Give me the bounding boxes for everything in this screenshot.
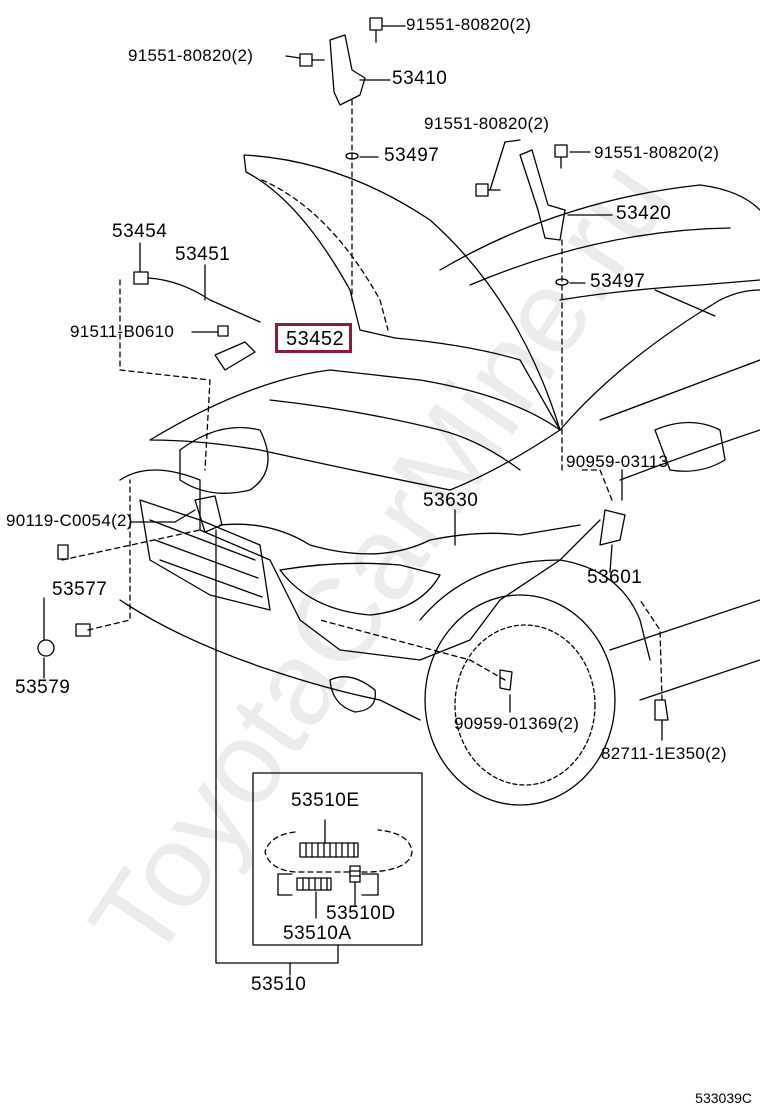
release-lever [599, 509, 626, 546]
hood-inner [261, 179, 389, 331]
hood-stay [147, 277, 261, 323]
label-53510A: 53510A [283, 923, 352, 944]
strut-tower [179, 426, 269, 494]
a-pillar [559, 279, 760, 301]
clip-90959 [499, 669, 513, 691]
label-90959-01369: 90959-01369(2) [454, 714, 580, 733]
headlamp [279, 562, 441, 616]
release-cable [219, 523, 581, 555]
spring-small [349, 865, 361, 883]
fog-lamp [329, 676, 376, 713]
engine-bay [149, 369, 561, 491]
hinge-53420 [519, 149, 566, 241]
hood-outline [243, 154, 561, 431]
label-91511: 91511-B0610 [70, 322, 175, 341]
spring-kit-frame [215, 529, 339, 964]
spring-medium [296, 877, 332, 891]
label-53601: 53601 [587, 567, 643, 588]
spring-large [299, 842, 359, 858]
highlighted-part-box[interactable]: 53452 [275, 323, 352, 353]
grille-bars [149, 519, 263, 598]
label-53510: 53510 [251, 974, 307, 995]
label-82711: 82711-1E350(2) [601, 744, 727, 763]
label-53510E: 53510E [291, 790, 360, 811]
bolt-left [299, 53, 325, 67]
hinge-53410 [329, 34, 366, 106]
leader-dashes [61, 99, 663, 701]
bolt-right-b [475, 183, 501, 197]
label-91551-top: 91551-80820(2) [406, 15, 532, 34]
bolt-right-a [554, 144, 568, 169]
label-53420: 53420 [616, 203, 672, 224]
highlighted-part-label: 53452 [286, 328, 345, 350]
body-side [559, 289, 760, 481]
windshield [439, 184, 760, 286]
reference-code: 533039C [695, 1090, 752, 1106]
label-53630: 53630 [423, 490, 479, 511]
body-lower [609, 599, 760, 701]
label-53497-lower: 53497 [590, 271, 646, 292]
label-53577: 53577 [52, 579, 108, 600]
label-91551-left: 91551-80820(2) [128, 46, 254, 65]
wheel [424, 594, 616, 806]
stay-bracket [214, 341, 256, 371]
leader-lines [43, 25, 716, 741]
wheel-inner [454, 624, 596, 786]
label-53497-upper: 53497 [384, 145, 440, 166]
fender [419, 559, 651, 661]
label-90959-03113: 90959-03113 [566, 452, 669, 471]
plug-53579 [37, 639, 55, 657]
label-53454: 53454 [112, 221, 168, 242]
lock-assy [194, 495, 223, 533]
clip-91511 [217, 325, 229, 337]
bolt-top [369, 17, 383, 43]
radiator-support [269, 399, 521, 471]
label-53451: 53451 [175, 244, 231, 265]
lower-bumper [119, 599, 421, 721]
label-91551-right: 91551-80820(2) [594, 143, 720, 162]
clip-82711 [654, 699, 669, 721]
grille [139, 499, 271, 611]
label-53410: 53410 [392, 68, 448, 89]
spring-kit-callout-2 [277, 873, 379, 896]
mirror [654, 421, 726, 472]
label-90119: 90119-C0054(2) [6, 511, 133, 530]
label-91551-mid: 91551-80820(2) [424, 114, 550, 133]
spring-kit-callout [264, 829, 413, 873]
cushion-53454 [133, 271, 149, 285]
bolt-90119 [57, 544, 69, 560]
front-face [119, 469, 601, 661]
label-53510D: 53510D [326, 903, 396, 924]
label-53579: 53579 [15, 677, 71, 698]
spring-leaders [315, 819, 356, 919]
